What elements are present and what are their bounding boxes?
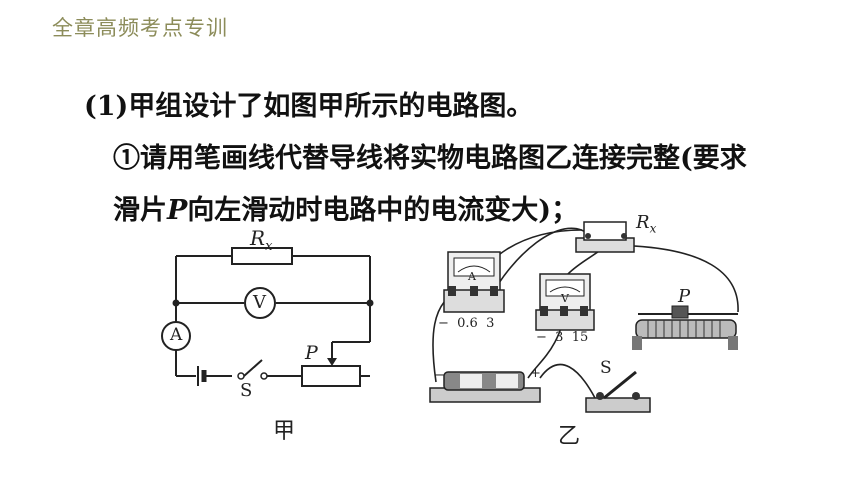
voltmeter-letter: V bbox=[253, 292, 266, 313]
line3-post: 向左滑动时电路中的电流变大)； bbox=[187, 195, 579, 226]
question-part-1: (1)甲组设计了如图甲所示的电路图。 bbox=[84, 84, 533, 123]
rx-label-yi: Rx bbox=[636, 212, 657, 236]
switch-s-label-jia: S bbox=[240, 380, 253, 401]
resistor-rx-symbol bbox=[231, 247, 293, 265]
voltmeter-terminals: − 3 15 bbox=[536, 330, 589, 345]
line3-pre: 滑片 bbox=[113, 195, 167, 226]
rheostat-device bbox=[632, 305, 738, 350]
part-label: (1) bbox=[84, 91, 129, 122]
voltmeter-letter-yi: V bbox=[561, 292, 569, 305]
rheostat-p-label-yi: P bbox=[678, 286, 691, 307]
ammeter-terminals: − 0.6 3 bbox=[438, 316, 495, 331]
switch-s-label-yi: S bbox=[600, 358, 612, 378]
slider-var-p: P bbox=[167, 195, 188, 226]
battery-device bbox=[429, 371, 541, 403]
part-text: 甲组设计了如图甲所示的电路图。 bbox=[128, 91, 534, 122]
question-line-3: 滑片P向左滑动时电路中的电流变大)； bbox=[113, 188, 578, 227]
figure-caption-jia: 甲 bbox=[273, 419, 296, 444]
ammeter-letter: A bbox=[170, 325, 183, 345]
ammeter-device bbox=[443, 251, 505, 313]
voltmeter-device bbox=[535, 273, 595, 331]
voltmeter-symbol bbox=[244, 287, 276, 319]
resistor-rx-device bbox=[575, 221, 635, 253]
question-line-2: ①请用笔画线代替导线将实物电路图乙连接完整(要求 bbox=[113, 143, 747, 174]
rx-label-jia: Rx bbox=[250, 226, 273, 254]
ammeter-symbol bbox=[161, 321, 191, 351]
battery-plus-label: + bbox=[530, 366, 541, 381]
battery-minus-label: − bbox=[434, 368, 445, 383]
slider-p-label-jia: P bbox=[305, 342, 318, 364]
page-header-title: 全章高频考点专训 bbox=[52, 16, 228, 40]
switch-device bbox=[585, 370, 651, 413]
figure-caption-yi: 乙 bbox=[558, 424, 581, 449]
ammeter-letter-yi: A bbox=[468, 270, 476, 283]
